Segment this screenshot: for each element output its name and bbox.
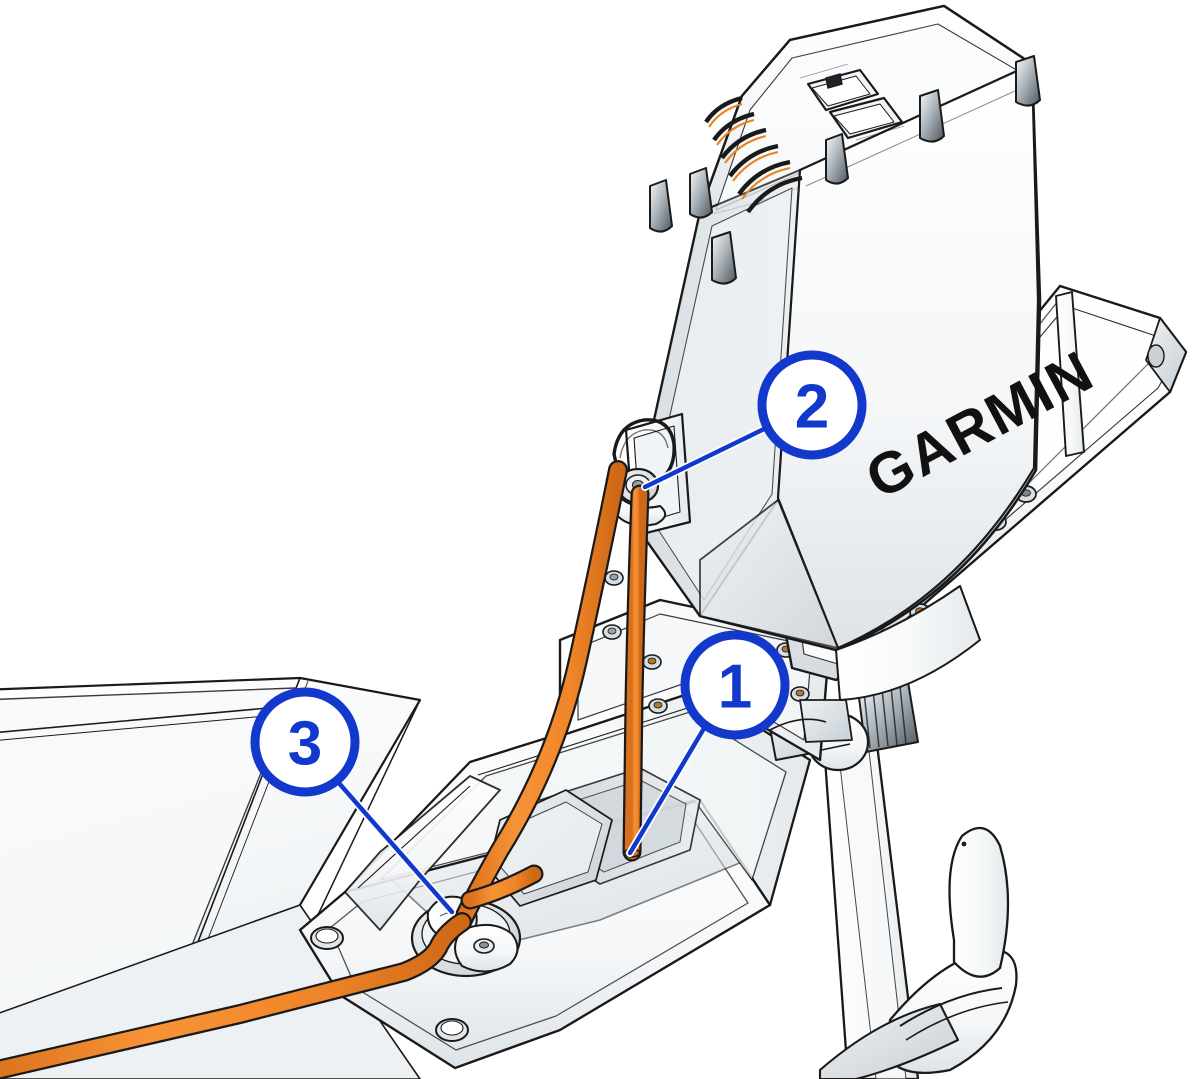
mount-clips <box>649 55 1041 285</box>
callout-2-number: 2 <box>795 373 829 442</box>
indicator-led <box>825 73 843 89</box>
motor-shaft-assembly <box>769 681 1018 1079</box>
callout-3-circle[interactable] <box>250 687 360 797</box>
callout-1-number: 1 <box>718 653 752 722</box>
control-pads <box>799 63 905 141</box>
callout-2-circle[interactable] <box>757 350 867 460</box>
callout-3-number: 3 <box>288 710 322 779</box>
callout-2[interactable]: 2 <box>641 350 867 491</box>
propeller <box>818 826 1018 1079</box>
callout-1-circle[interactable] <box>680 630 790 740</box>
cooling-vents <box>704 95 803 214</box>
stow-rope <box>0 460 650 1079</box>
callout-1[interactable]: 1 <box>626 630 790 857</box>
callout-3[interactable]: 3 <box>250 687 456 916</box>
